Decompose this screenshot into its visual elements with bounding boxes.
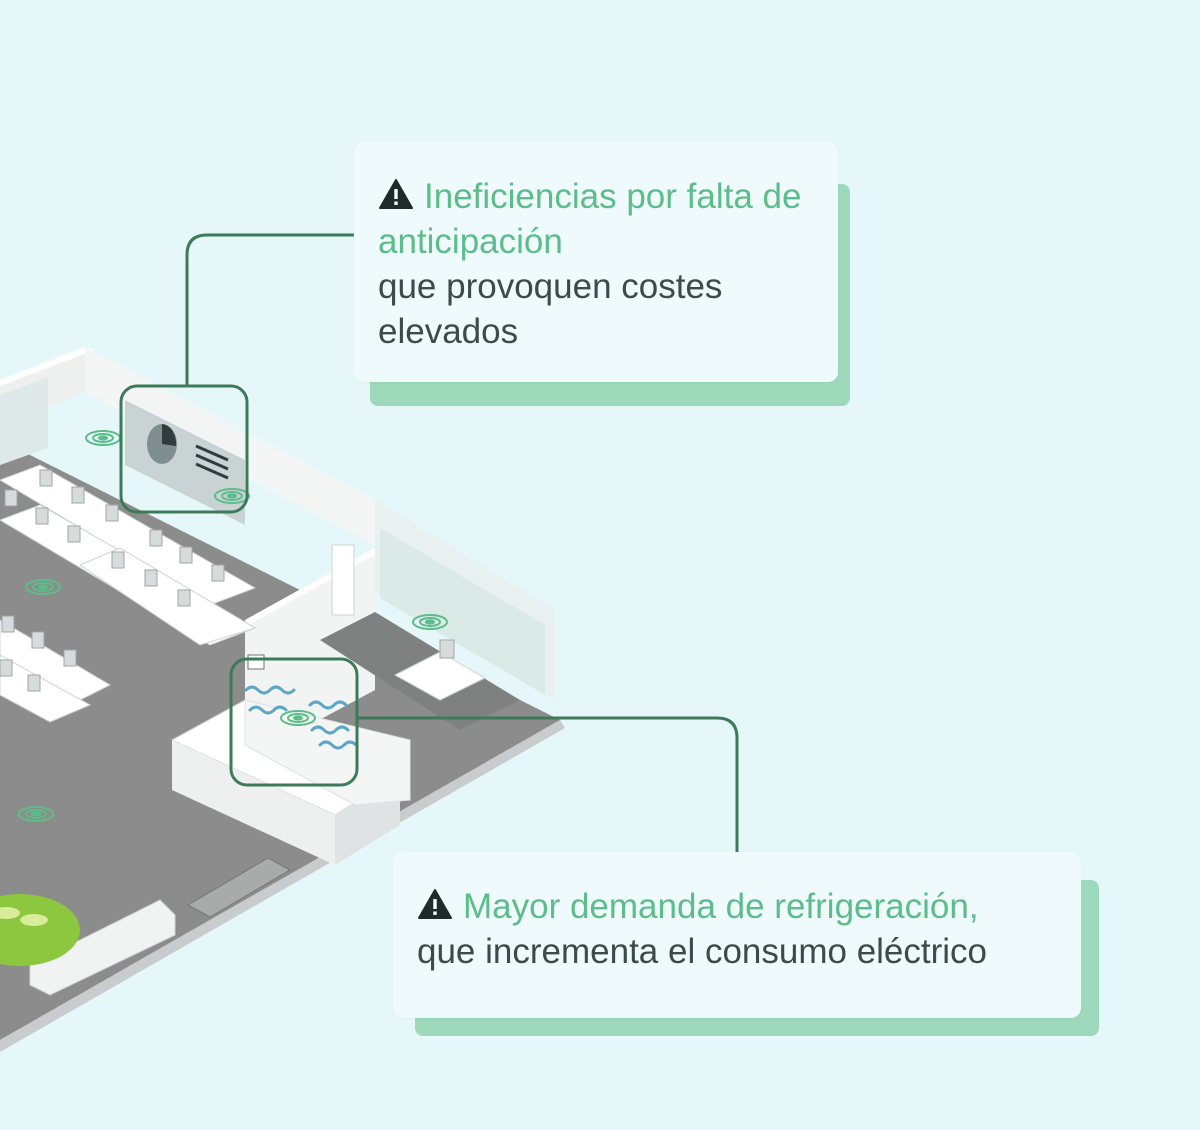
- air-conditioner-icon: [247, 654, 265, 670]
- monitors-back: [4, 469, 225, 607]
- callout-body: que provoquen costes elevados: [378, 267, 723, 351]
- floor-vent: [186, 857, 292, 918]
- pie-slice-icon: [162, 424, 177, 446]
- callout-card: [393, 852, 1081, 1018]
- back-wall-right: [85, 347, 375, 545]
- warning-icon: [417, 888, 453, 920]
- kitchen-cabinet: [244, 699, 411, 806]
- floor-edge: [0, 720, 565, 1052]
- stool-icon: [0, 907, 20, 919]
- connector-line-bottom: [357, 716, 739, 852]
- sensor-icon: [412, 614, 448, 630]
- lounge-rug: [0, 894, 80, 966]
- sensor-icon: [25, 579, 61, 595]
- door: [331, 544, 355, 616]
- sensor-icon: [280, 710, 316, 726]
- monitors-front: [0, 615, 77, 692]
- stool-icon: [20, 914, 48, 926]
- sofa: [29, 899, 176, 996]
- callout-card: [354, 142, 838, 382]
- desk-cluster-back: [0, 464, 257, 646]
- sensor-icon: [18, 806, 54, 822]
- sensor-icon: [214, 488, 250, 504]
- callout-text: Mayor demanda de refrigeración, que incre…: [417, 884, 1077, 974]
- connector-line-top: [185, 233, 355, 386]
- callout-highlight: Ineficiencias por falta de anticipación: [378, 177, 802, 261]
- kitchen-counter-front: [172, 740, 335, 865]
- window-panel: [0, 377, 48, 465]
- ac-highlight-box: [229, 657, 359, 787]
- airflow-waves-icon: [244, 685, 358, 750]
- warning-icon: [378, 178, 414, 210]
- text-lines-icon: [195, 444, 229, 480]
- meeting-monitor: [439, 639, 455, 659]
- sensor-icon: [85, 430, 121, 446]
- callout-highlight: Mayor demanda de refrigeración,: [463, 887, 979, 926]
- screen-highlight-box: [119, 384, 249, 514]
- meeting-room-window: [380, 528, 545, 695]
- meeting-desk: [393, 651, 487, 701]
- callout-body: que incrementa el consumo eléctrico: [417, 932, 988, 971]
- back-wall-top: [0, 347, 95, 386]
- callout-anticipation: Ineficiencias por falta de anticipación …: [354, 142, 854, 412]
- callout-cooling-demand: Mayor demanda de refrigeración, que incre…: [393, 852, 1103, 1042]
- callout-text: Ineficiencias por falta de anticipación …: [378, 174, 818, 354]
